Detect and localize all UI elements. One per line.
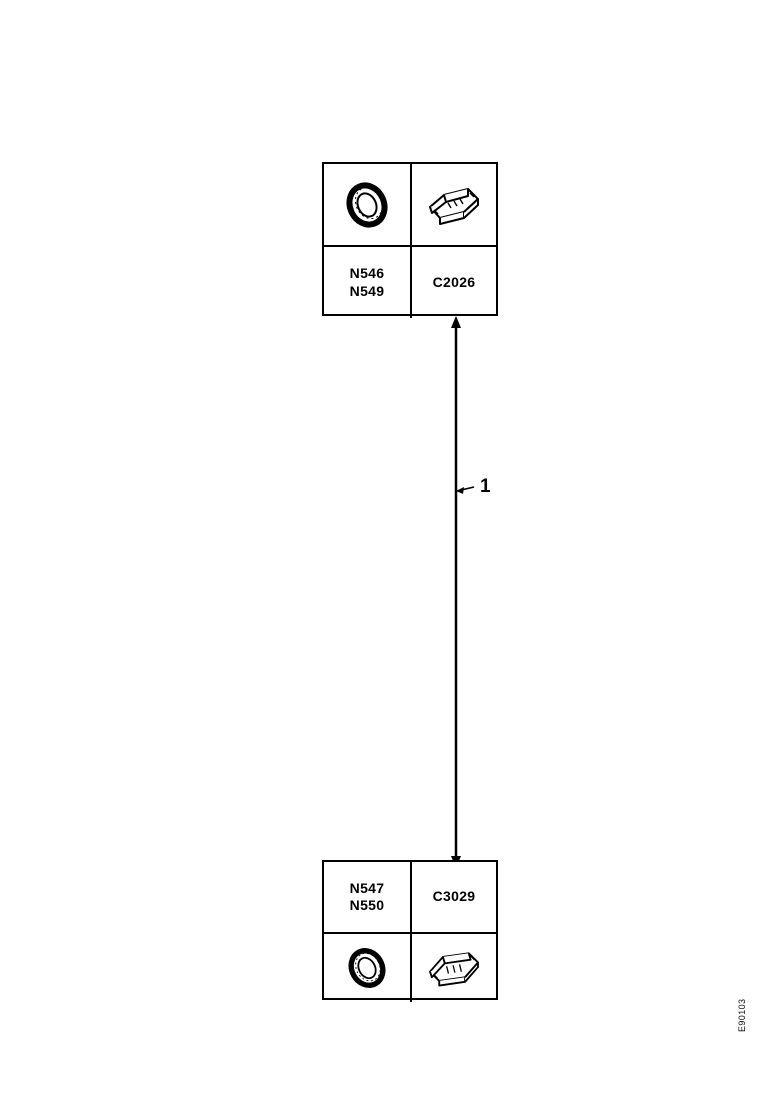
drawing-reference-watermark: E90103 [737,998,747,1032]
connector-housing-icon [412,164,496,245]
connector-box-bottom-code-cell: C3029 [410,862,496,932]
connector-code-label-top: C2026 [432,273,476,290]
callout-number-1: 1 [480,477,491,496]
callout-number-1-label: 1 [480,476,491,497]
connector-box-bottom-label-row: N547 N550 C3029 [324,862,496,932]
o-ring-seal-icon [324,934,410,1002]
connector-box-top[interactable]: N546 N549 C2026 [322,162,498,318]
connector-housing-icon [412,934,496,1002]
connector-code-label-bottom: C3029 [432,888,476,905]
connector-box-bottom-seal-cell [324,934,410,1002]
connector-box-top-image-row [324,164,496,245]
o-ring-seal-icon [324,164,410,245]
connector-box-bottom-terminal-cell: N547 N550 [324,862,410,932]
connector-box-top-code-cell: C2026 [410,247,496,318]
terminal-code-label-bottom: N547 N550 [349,879,385,914]
connector-box-bottom-housing-cell [410,934,496,1002]
connector-box-top-housing-cell [410,164,496,245]
connector-box-bottom[interactable]: N547 N550 C3029 [322,860,498,1002]
connector-box-top-label-row: N546 N549 C2026 [324,245,496,318]
connector-box-bottom-image-row [324,932,496,1002]
connector-box-top-seal-cell [324,164,410,245]
connector-box-top-terminal-cell: N546 N549 [324,247,410,318]
terminal-code-label-top: N546 N549 [349,265,385,299]
